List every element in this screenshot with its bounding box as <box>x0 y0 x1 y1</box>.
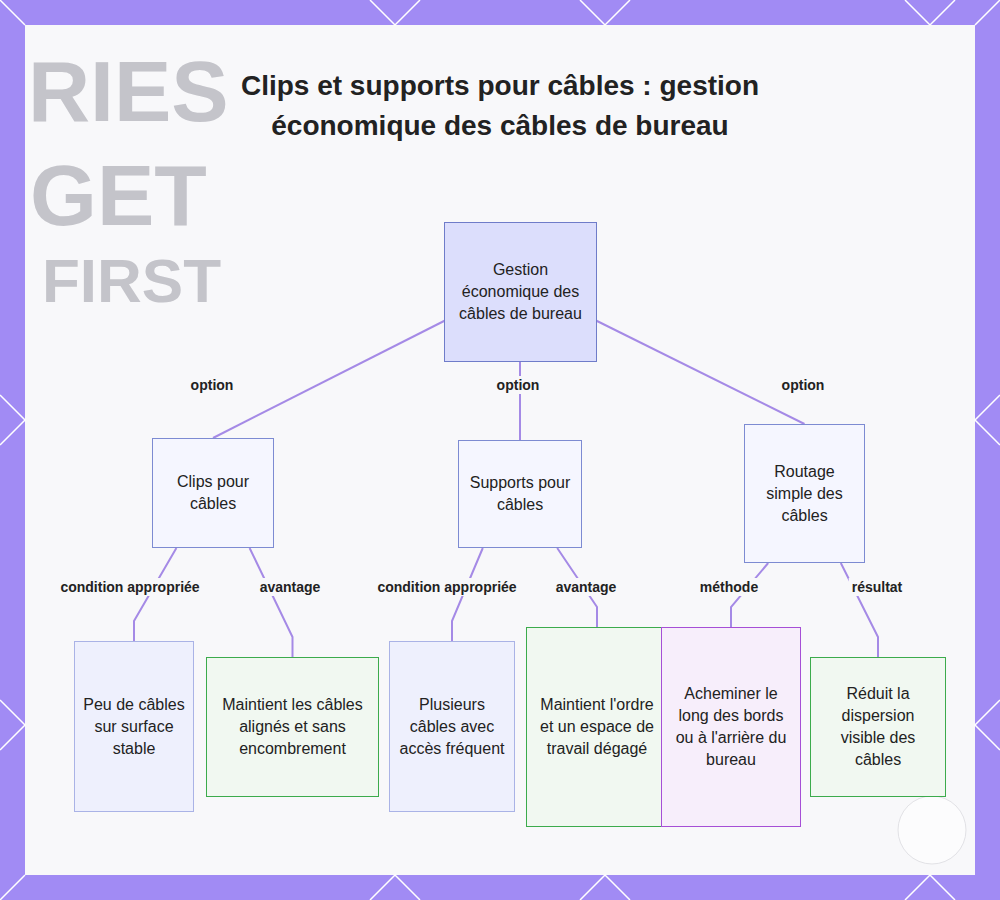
watermark-text: GET <box>30 152 207 238</box>
node-label: Acheminer le long des bords ou à l'arriè… <box>669 683 793 771</box>
connector-line <box>519 362 521 440</box>
node-label: Maintient l'ordre et un espace de travai… <box>534 694 660 760</box>
watermark-text: FIRST <box>42 250 221 312</box>
node-label: Routage simple des câbles <box>752 461 857 527</box>
diagram-title: Clips et supports pour câbles : gestion … <box>210 66 790 146</box>
edge-label: option <box>494 376 543 394</box>
root-box: Gestion économique des câbles de bureau <box>444 222 597 362</box>
option-box: Supports pour câbles <box>458 440 582 548</box>
benefit-box: Maintient les câbles alignés et sans enc… <box>206 657 379 797</box>
edge-label: option <box>188 376 237 394</box>
connector-line <box>250 548 293 657</box>
node-label: Supports pour câbles <box>466 472 574 516</box>
node-label: Plusieurs câbles avec accès fréquent <box>397 694 507 760</box>
edge-label: méthode <box>697 578 761 596</box>
condition-box: Peu de câbles sur surface stable <box>74 641 194 812</box>
option-box: Clips pour câbles <box>152 438 274 548</box>
logo-mark <box>898 796 966 864</box>
edge-label: condition appropriée <box>374 578 519 596</box>
panel-ground <box>25 25 975 875</box>
edge-label: condition appropriée <box>57 578 202 596</box>
edge-label: option <box>779 376 828 394</box>
edge-label: avantage <box>257 578 324 596</box>
method-box: Acheminer le long des bords ou à l'arriè… <box>661 627 801 827</box>
benefit-box: Maintient l'ordre et un espace de travai… <box>526 627 668 827</box>
condition-box: Plusieurs câbles avec accès fréquent <box>389 641 515 812</box>
node-label: Clips pour câbles <box>160 471 266 515</box>
node-label: Gestion économique des câbles de bureau <box>452 259 589 325</box>
edge-label: résultat <box>849 578 906 596</box>
watermark-text: RIES <box>28 48 229 134</box>
node-label: Maintient les câbles alignés et sans enc… <box>214 694 371 760</box>
benefit-box: Réduit la dispersion visible des câbles <box>810 657 946 797</box>
connector-line <box>213 320 446 438</box>
connector-line <box>595 320 805 424</box>
node-label: Peu de câbles sur surface stable <box>82 694 186 760</box>
node-label: Réduit la dispersion visible des câbles <box>818 683 938 771</box>
edge-label: avantage <box>553 578 620 596</box>
option-box: Routage simple des câbles <box>744 424 865 563</box>
